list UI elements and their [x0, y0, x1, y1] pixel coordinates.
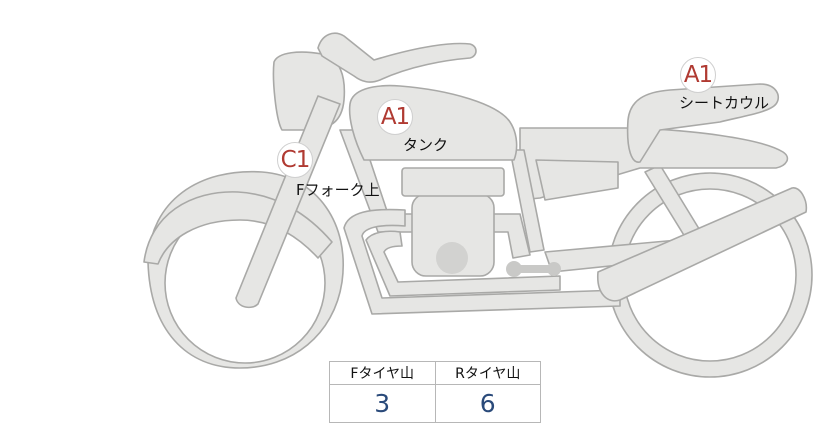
tire-tread-table: Fタイヤ山 Rタイヤ山 3 6 [329, 360, 541, 423]
table-header-row: Fタイヤ山 Rタイヤ山 [329, 360, 541, 386]
part-label: タンク [403, 136, 449, 154]
damage-code-badge: A1 [377, 99, 413, 135]
front-tire-value: 3 [329, 384, 436, 423]
part-label: シートカウル [679, 94, 770, 112]
table-row: 3 6 [329, 384, 541, 423]
muffler [597, 187, 808, 302]
front-tire-header: Fタイヤ山 [329, 360, 436, 386]
front-fork [235, 95, 341, 309]
side-panel [535, 159, 619, 201]
engine [401, 167, 505, 277]
rear-tire-value: 6 [434, 384, 541, 423]
frame-rear [509, 149, 545, 253]
exhaust-pipe-2 [365, 230, 561, 297]
exhaust-pipe-1 [343, 208, 621, 315]
seat-cowl-shape [626, 83, 780, 163]
foot-peg [506, 261, 561, 277]
rear-tire-header: Rタイヤ山 [434, 360, 541, 386]
damage-code-badge: A1 [680, 57, 716, 93]
handlebar [317, 32, 477, 83]
part-label: Fフォーク上 [296, 181, 380, 199]
damage-code-badge: C1 [277, 142, 313, 178]
